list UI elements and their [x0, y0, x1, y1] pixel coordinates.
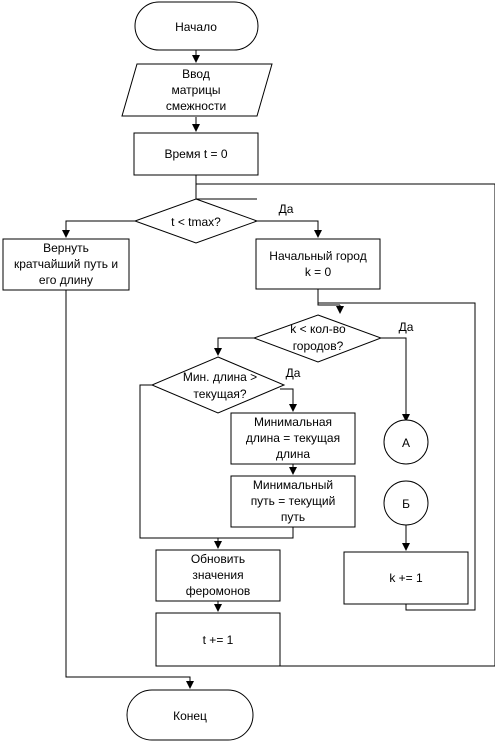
return-label-line-2: кратчайший путь и [14, 257, 118, 271]
time-condition-diamond: t < tmax? Да [133, 198, 294, 244]
connector-a-label: А [402, 436, 410, 450]
start-label: Начало [175, 20, 217, 34]
set-min-length-line-1: Минимальная [254, 415, 332, 429]
input-label-line-3: смежности [166, 99, 226, 113]
set-min-length-line-2: длина = текущая [246, 431, 340, 445]
input-label-line-1: Ввод [182, 67, 210, 81]
input-label-line-2: матрицы [171, 83, 220, 97]
length-condition-diamond: Мин. длина > текущая? Да [150, 356, 301, 414]
start-city-label-line-1: Начальный город [269, 249, 366, 263]
update-pheromones-line-3: феромонов [186, 584, 251, 598]
update-pheromones-line-2: значения [192, 568, 243, 582]
k-increment-label: k += 1 [389, 571, 423, 585]
input-parallelogram: Ввод матрицы смежности [121, 63, 273, 117]
t-increment-label: t += 1 [203, 633, 234, 647]
connector-lines [62, 50, 495, 689]
end-terminator: Конец [126, 689, 254, 741]
k-increment-box: k += 1 [343, 551, 469, 605]
set-min-path-box: Минимальный путь = текущий путь [230, 475, 356, 528]
set-min-path-line-2: путь = текущий [251, 494, 336, 508]
length-condition-label-line-1: Мин. длина > [183, 370, 257, 384]
time-condition-label: t < tmax? [171, 215, 221, 229]
start-terminator: Начало [134, 1, 259, 51]
start-city-box: Начальный город k = 0 [255, 238, 381, 290]
time-init-box: Время t = 0 [133, 132, 259, 176]
set-min-path-line-1: Минимальный [253, 478, 333, 492]
return-label-line-3: его длину [39, 273, 93, 287]
update-pheromones-line-1: Обновить [191, 552, 245, 566]
city-condition-diamond: k < кол-во городов? Да [252, 314, 414, 363]
end-label: Конец [173, 709, 207, 723]
time-init-label: Время t = 0 [164, 147, 227, 161]
city-condition-label-line-1: k < кол-во [290, 322, 346, 336]
return-result-box: Вернуть кратчайший путь и его длину [2, 238, 130, 291]
length-condition-yes-label: Да [286, 366, 301, 380]
return-label-line-1: Вернуть [43, 241, 89, 255]
update-pheromones-box: Обновить значения феромонов [155, 549, 281, 602]
start-city-label-line-2: k = 0 [305, 265, 332, 279]
connector-b-label: Б [402, 497, 410, 511]
connector-a: А [383, 419, 429, 465]
set-min-path-line-3: путь [281, 510, 305, 524]
city-condition-label-line-2: городов? [293, 339, 344, 353]
set-min-length-line-3: длина [276, 447, 310, 461]
time-condition-yes-label: Да [279, 202, 294, 216]
set-min-length-box: Минимальная длина = текущая длина [230, 412, 356, 465]
length-condition-label-line-2: текущая? [193, 387, 246, 401]
t-increment-box: t += 1 [155, 612, 281, 667]
connector-b: Б [383, 480, 429, 526]
city-condition-yes-label: Да [399, 320, 414, 334]
